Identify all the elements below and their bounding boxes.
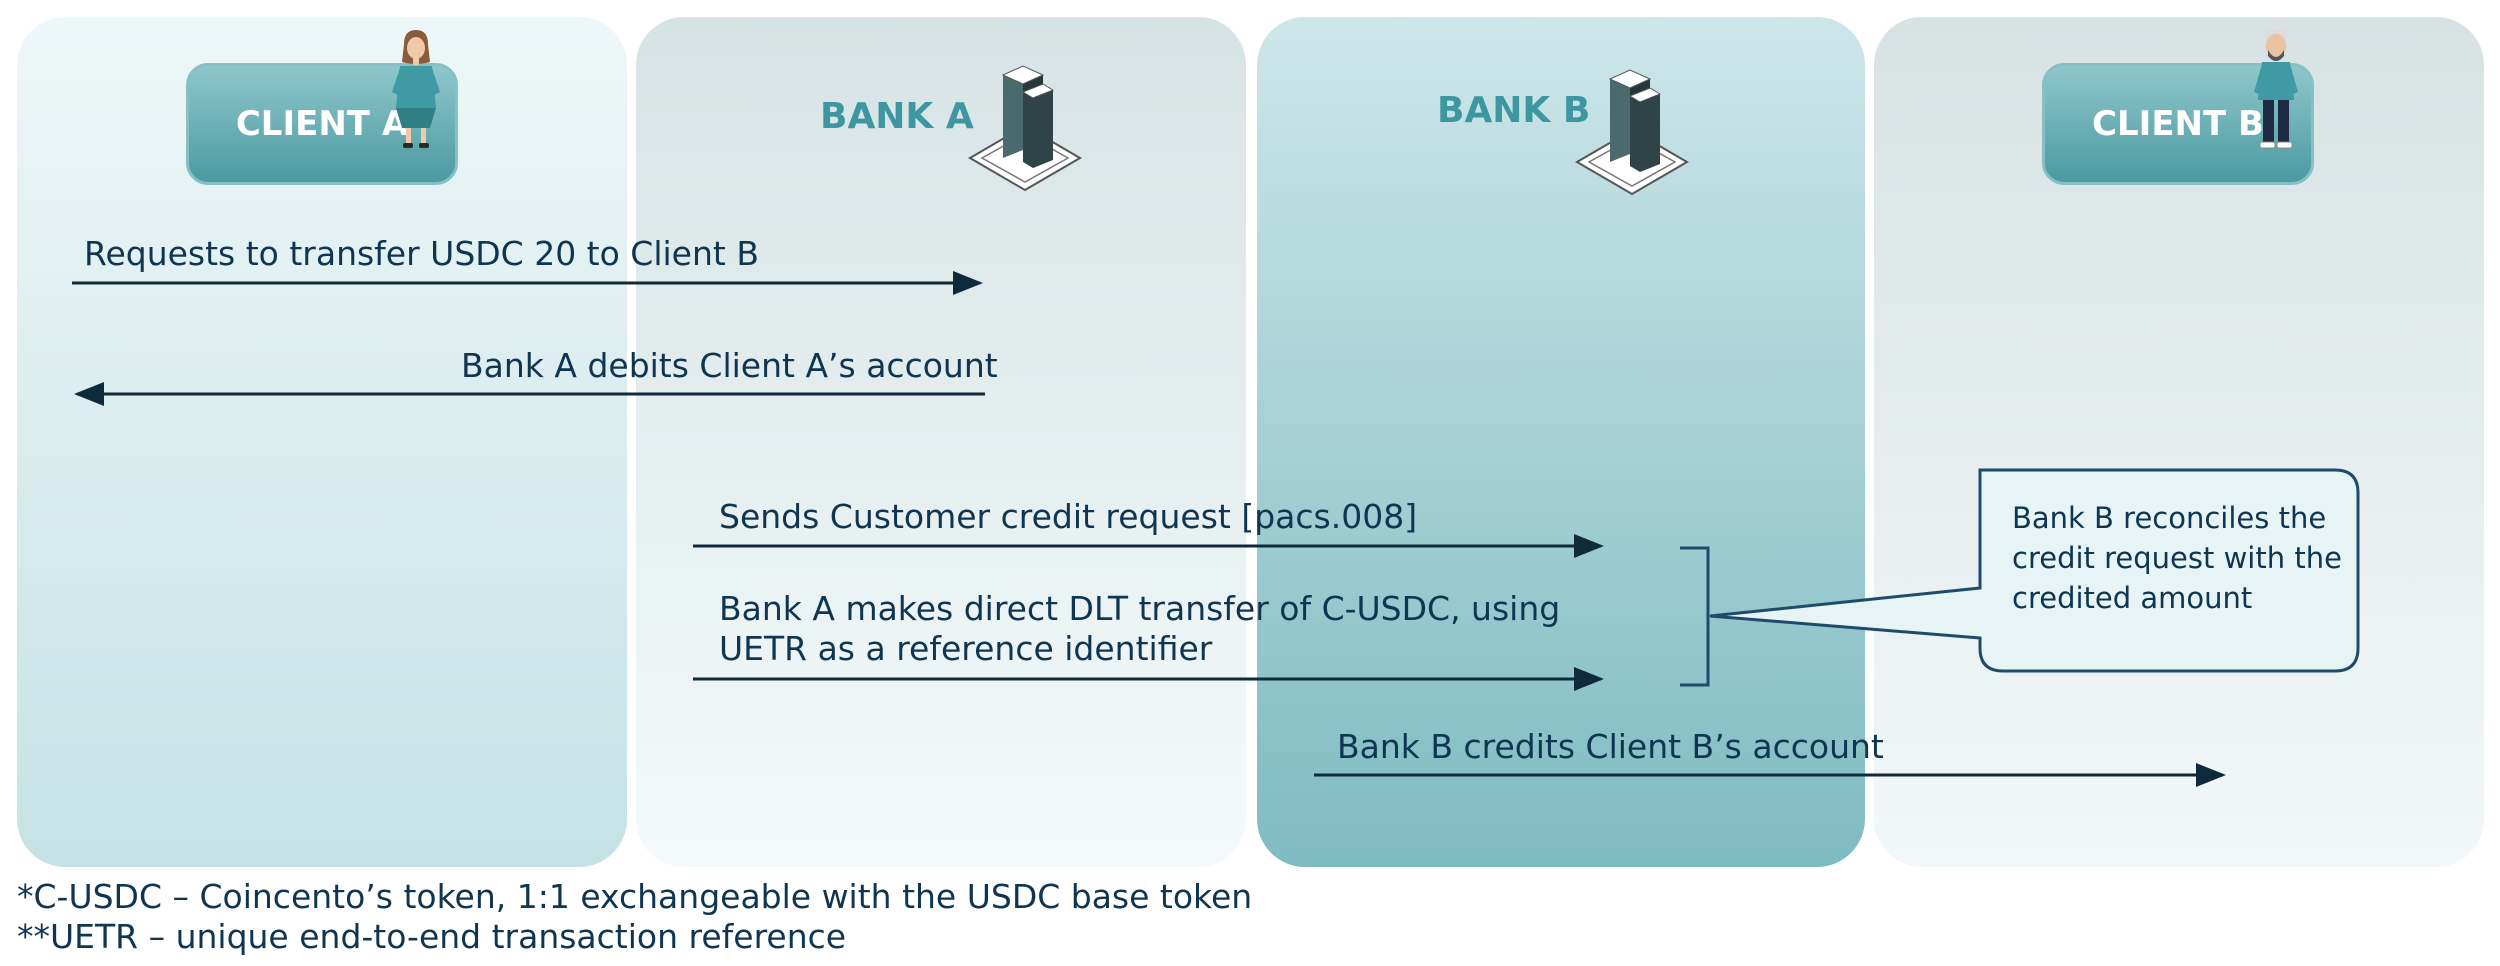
- msg-bank-b-credit: Bank B credits Client B’s account: [1337, 727, 1884, 766]
- callout-line: Bank B reconciles the: [2012, 501, 2327, 535]
- client-a-label: CLIENT A: [235, 104, 409, 144]
- bank-a-lane: [636, 17, 1246, 867]
- bank-a-label: BANK A: [820, 96, 974, 137]
- callout-bubble: [1709, 468, 2360, 673]
- bank-building-icon: [968, 65, 1082, 192]
- bank-building-icon: [1575, 69, 1689, 196]
- msg-request-transfer: Requests to transfer USDC 20 to Client B: [84, 234, 759, 273]
- footnote-c-usdc: *C-USDC – Coincento’s token, 1:1 exchang…: [17, 877, 1253, 916]
- footnote-uetr: **UETR – unique end-to-end transaction r…: [17, 917, 847, 956]
- bracket: [1680, 546, 1710, 687]
- msg-debit: Bank A debits Client A’s account: [461, 346, 998, 385]
- callout-line: credit request with the: [2012, 541, 2342, 575]
- msg-credit-request: Sends Customer credit request [pacs.008]: [719, 497, 1418, 536]
- bank-b-lane: [1257, 17, 1865, 867]
- callout-line: credited amount: [2012, 581, 2253, 615]
- client-b-label: CLIENT B: [2092, 104, 2264, 144]
- callout-text: Bank B reconciles the credit request wit…: [2012, 498, 2342, 618]
- bank-b-label: BANK B: [1437, 90, 1591, 131]
- man-client-icon: [2254, 30, 2298, 149]
- woman-client-icon: [392, 30, 440, 148]
- client-a-header: CLIENT A: [186, 63, 458, 185]
- msg-dlt-transfer-line1: Bank A makes direct DLT transfer of C-US…: [719, 589, 1561, 628]
- msg-dlt-transfer-line2: UETR as a reference identifier: [719, 629, 1213, 668]
